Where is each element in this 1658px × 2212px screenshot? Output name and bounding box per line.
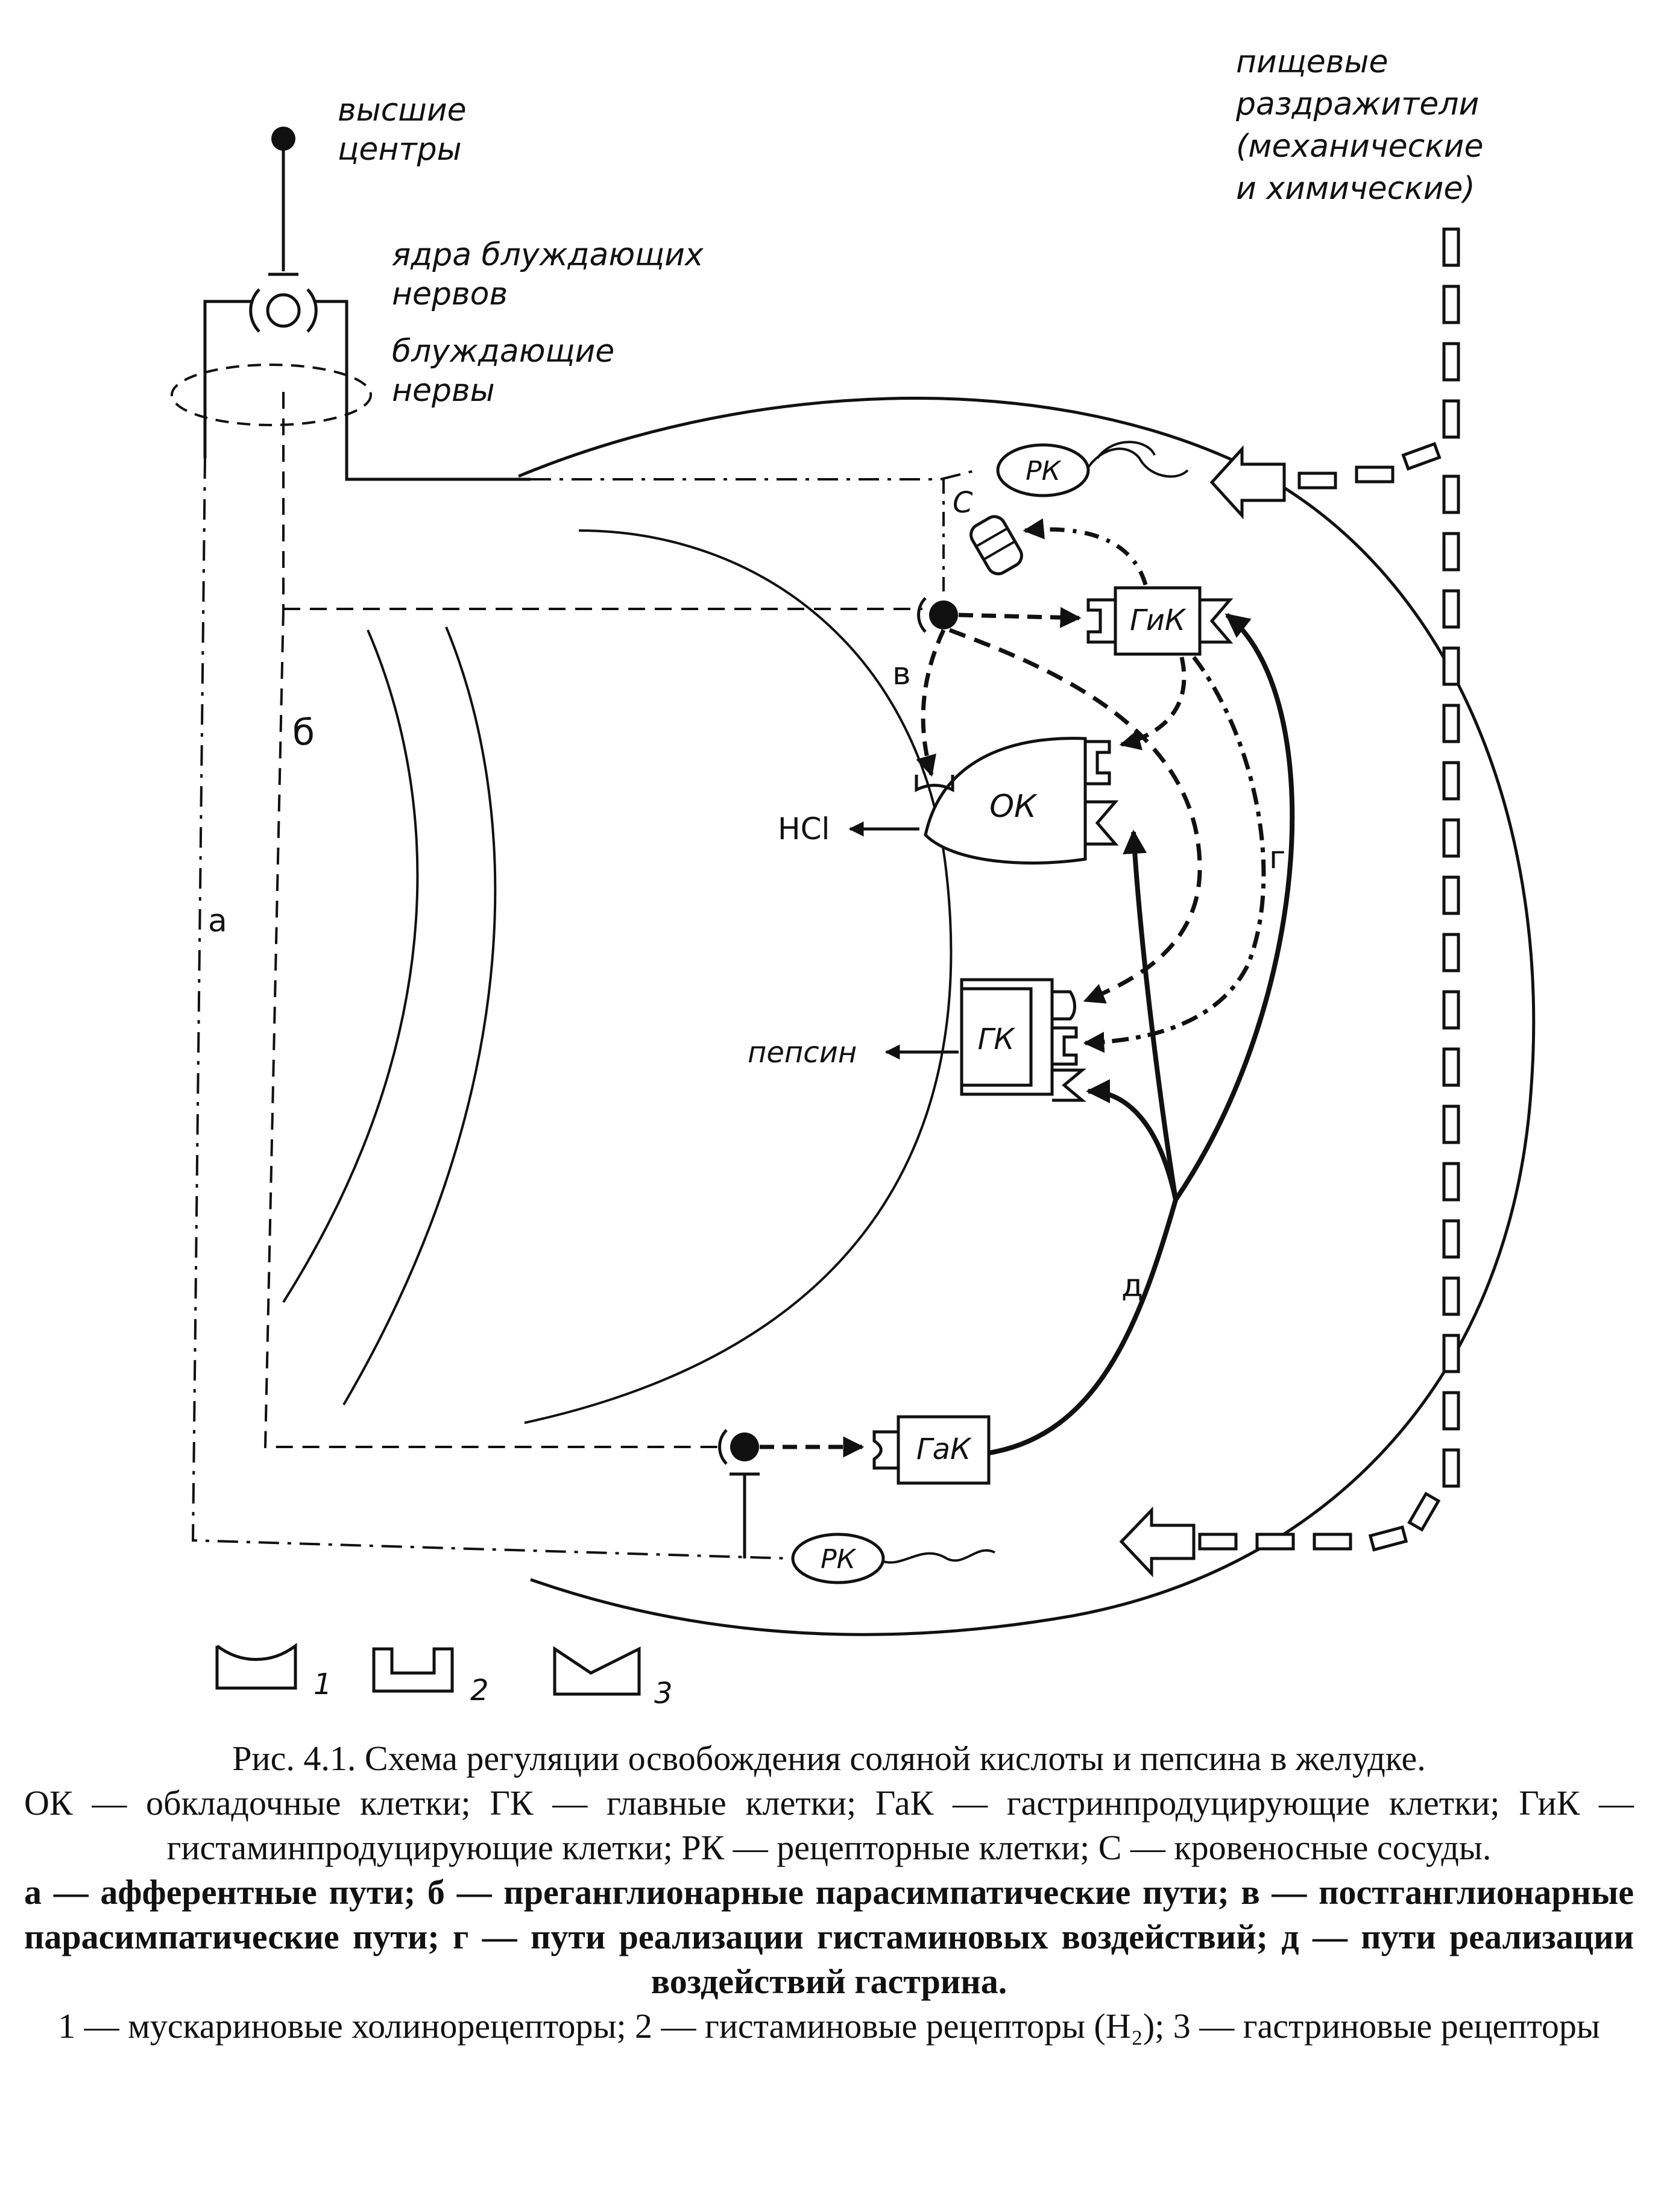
legend-gastrin-symbol	[553, 1646, 641, 1696]
ganglion-to-gik-arrow	[958, 607, 1082, 628]
preganglionic-path-b	[282, 392, 922, 610]
afferent-path-a-top	[531, 469, 977, 481]
afferent-path-a	[191, 458, 808, 1560]
chief-cell-label: ГК	[978, 1022, 1016, 1056]
path-d-label: д	[1121, 1268, 1143, 1304]
vagus-branch-left	[203, 300, 253, 458]
parietal-cell-body	[924, 737, 1087, 865]
caption-paths: а — афферентные пути; б — преганглионарн…	[24, 1873, 1634, 2001]
histamine-path-to-gk-1	[948, 628, 1202, 1004]
stomach-outer-wall	[518, 397, 1536, 1636]
legend-number-2: 2	[470, 1674, 489, 1707]
fold-line-2	[342, 626, 497, 1406]
gastrin-cell-box	[897, 1415, 991, 1485]
histamine-cell-receptor-left	[1086, 598, 1115, 644]
parietal-histamine-receptor	[1085, 740, 1111, 786]
gastrin-path-to-gk	[1086, 1079, 1178, 1200]
upper-ganglion-node	[929, 600, 958, 629]
legend-muscarinic-symbol	[215, 1643, 297, 1690]
path-g-label: г	[1269, 840, 1285, 876]
food-stimuli-label-4: и химические)	[1236, 171, 1475, 207]
receptor-cell-bottom-label: РК	[821, 1544, 857, 1575]
histamine-path-to-gk-2	[1083, 655, 1266, 1053]
gik-to-vessel-arrow	[1023, 518, 1148, 585]
vagus-nerves-label-2: нервы	[392, 373, 495, 409]
vagus-branch-right	[314, 300, 531, 481]
parietal-gastrin-receptor	[1085, 800, 1119, 846]
regulation-diagram: высшие центры ядра блуждающих нервов блу…	[171, 44, 1536, 1710]
food-stimuli-label-3: (механические	[1236, 128, 1483, 165]
receptor-cell-top-label: РК	[1026, 456, 1062, 487]
caption-title: Рис. 4.1. Схема регуляции освобождения с…	[232, 1739, 1426, 1778]
receptor-ending-bottom	[883, 1549, 995, 1564]
gastrin-cell-label: ГаК	[916, 1432, 972, 1466]
caption-abbreviations: ОК — обкладочные клетки; ГК — главные кл…	[24, 1783, 1634, 1867]
stomach-inner-wall	[524, 529, 953, 1424]
vagus-nucleus-synapse	[249, 273, 318, 333]
receptor-ending-top-2	[1096, 441, 1156, 459]
gastrin-path-to-ok	[1123, 830, 1178, 1200]
preganglionic-path-b-down	[263, 608, 723, 1448]
caption-receptors: 1 — мускариновые холинорецепторы; 2 — ги…	[58, 2006, 1600, 2046]
path-b-label: б	[292, 711, 315, 754]
figure-caption: Рис. 4.1. Схема регуляции освобождения с…	[24, 1736, 1634, 2049]
histamine-cell-receptor-right	[1200, 598, 1234, 644]
chief-histamine-receptor	[1052, 1026, 1078, 1066]
receptor-cell-bottom	[791, 1533, 885, 1584]
blood-vessel	[969, 515, 1023, 576]
gastrin-path-main	[988, 1199, 1178, 1455]
chief-cell-outer	[960, 978, 1054, 1096]
path-v-label: в	[892, 656, 911, 692]
pepsin-label: пепсин	[748, 1036, 857, 1070]
food-stimuli-arrow-bottom	[1119, 1506, 1196, 1578]
chief-gastrin-receptor	[1052, 1068, 1086, 1102]
higher-centers-label-2: центры	[338, 131, 462, 168]
vagus-nuclei-label-2: нервов	[392, 276, 508, 312]
legend-number-1: 1	[314, 1668, 332, 1701]
vessel-label: С	[953, 486, 973, 520]
legend-histamine-symbol	[372, 1647, 454, 1693]
food-stimuli-branch-bottom	[1198, 1492, 1441, 1552]
food-stimuli-branch-top	[1297, 441, 1442, 490]
upper-ganglion-synapse	[917, 597, 927, 633]
vagus-nerves-label-1: блуждающие	[392, 333, 614, 370]
parietal-muscarinic-receptor	[915, 775, 954, 793]
chief-cell-box	[960, 987, 1033, 1087]
gastrin-cell-receptor	[872, 1430, 898, 1470]
gastrin-path-to-gik	[1173, 613, 1295, 1202]
vagus-nucleus	[266, 293, 301, 328]
vagus-nerves-ellipse	[171, 364, 372, 426]
histamine-cell-box	[1114, 586, 1202, 656]
histamine-path-to-ok	[1119, 657, 1187, 751]
histamine-cell-label: ГиК	[1130, 603, 1187, 637]
hcl-label: HCl	[778, 811, 830, 846]
food-stimuli-label-2: раздражители	[1235, 86, 1479, 122]
food-stimuli-label-1: пищевые	[1236, 44, 1388, 80]
vagus-nuclei-label-1: ядра блуждающих	[392, 237, 704, 273]
lower-ganglion-node	[730, 1432, 759, 1461]
legend-number-3: 3	[654, 1677, 673, 1710]
receptor-cell-top	[996, 443, 1090, 497]
food-stimuli-column	[1442, 227, 1460, 1488]
food-stimuli-arrow-top	[1209, 445, 1286, 520]
path-a-label: а	[208, 903, 227, 939]
postganglionic-path-v	[916, 629, 946, 777]
receptor-ending-top	[1087, 447, 1189, 478]
parietal-cell-label: ОК	[989, 789, 1038, 825]
fold-line-1	[282, 629, 419, 1303]
higher-centers-label-1: высшие	[338, 92, 467, 128]
chief-muscarinic-receptor	[1052, 990, 1076, 1021]
